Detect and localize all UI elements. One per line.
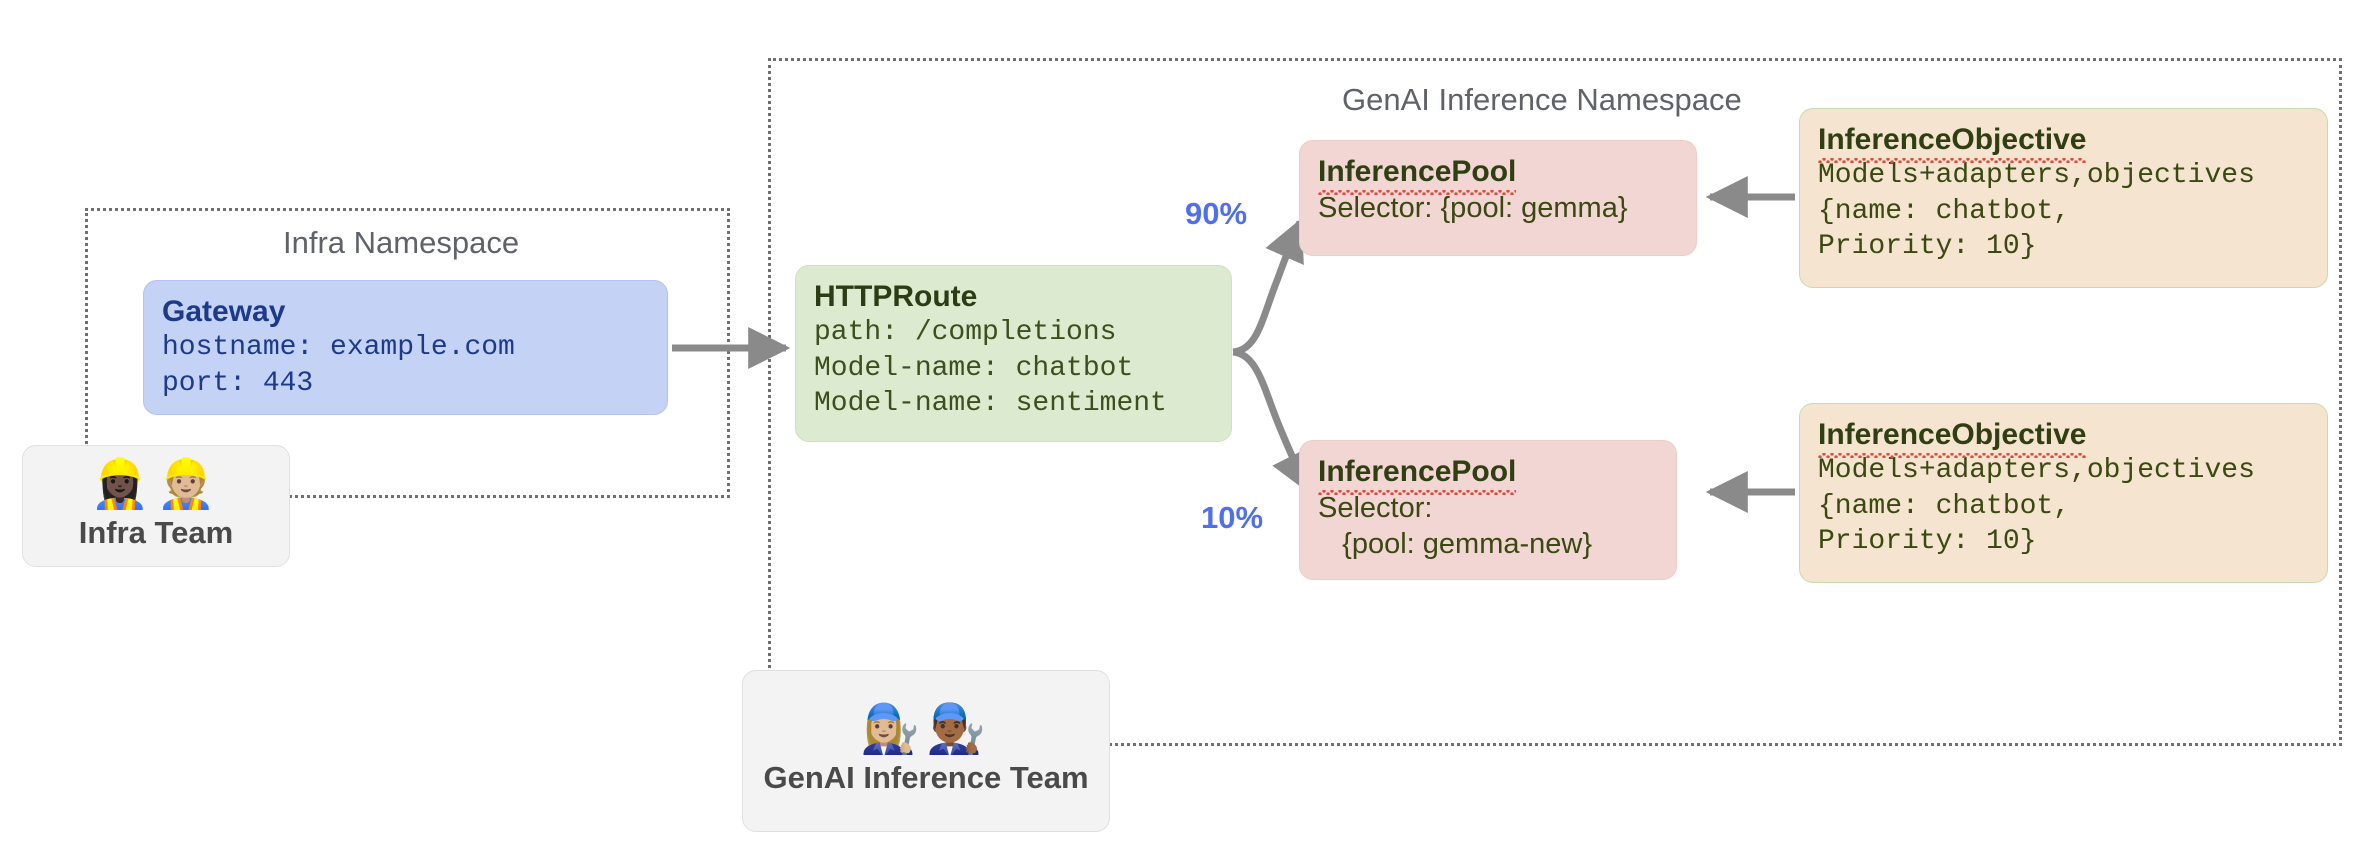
inferencepool-gemma-new-selector-label: Selector: <box>1318 491 1433 524</box>
namespace-infra-label: Infra Namespace <box>283 225 520 260</box>
node-inferenceobjective-bottom[interactable]: InferenceObjective Models+adapters,objec… <box>1799 403 2328 583</box>
inferenceobjective-bottom-title-text: InferenceObjective <box>1818 418 2087 451</box>
namespace-infra <box>85 208 730 498</box>
httproute-model-name-chatbot: Model-name: chatbot <box>814 352 1134 384</box>
card-infra-team[interactable]: 👷🏿‍♀️👷🏼 Infra Team <box>22 445 290 567</box>
construction-workers-icon: 👷🏿‍♀️👷🏼 <box>90 458 222 511</box>
gateway-port: port: 443 <box>162 367 314 399</box>
gateway-title: Gateway <box>162 295 286 328</box>
inferencepool-gemma-selector: Selector: {pool: gemma} <box>1318 191 1628 224</box>
httproute-path: path: /completions <box>814 316 1117 348</box>
namespace-genai <box>768 58 2342 746</box>
inferenceobjective-top-line2: {name: chatbot, <box>1818 195 2071 227</box>
node-gateway[interactable]: Gateway hostname: example.com port: 443 <box>143 280 668 415</box>
spellcheck-squiggle: InferencePool <box>1318 155 1517 195</box>
card-genai-inference-team[interactable]: 👩🏼‍🔧👨🏾‍🔧 GenAI Inference Team <box>742 670 1110 832</box>
genai-inference-team-label: GenAI Inference Team <box>763 760 1089 795</box>
node-inferencepool-gemma[interactable]: InferencePool Selector: {pool: gemma} <box>1299 140 1697 256</box>
gateway-hostname: hostname: example.com <box>162 331 515 363</box>
inferencepool-gemma-new-selector-value: {pool: gemma-new} <box>1318 528 1593 561</box>
inferenceobjective-top-title: InferenceObjective <box>1818 123 2309 163</box>
node-inferencepool-gemma-new[interactable]: InferencePool Selector: {pool: gemma-new… <box>1299 440 1677 580</box>
inferencepool-gemma-title-text: InferencePool <box>1318 155 1517 188</box>
inferenceobjective-bottom-line1: Models+adapters,objectives <box>1818 454 2255 486</box>
inferencepool-gemma-new-title: InferencePool <box>1318 455 1658 495</box>
edge-label-10-percent: 10% <box>1201 500 1264 535</box>
mechanics-icon: 👩🏼‍🔧👨🏾‍🔧 <box>860 703 992 756</box>
namespace-genai-label: GenAI Inference Namespace <box>1342 82 1742 117</box>
edge-label-90-percent: 90% <box>1185 196 1248 231</box>
inferenceobjective-bottom-line2: {name: chatbot, <box>1818 490 2071 522</box>
inferenceobjective-top-line3: Priority: 10} <box>1818 231 2037 263</box>
node-httproute[interactable]: HTTPRoute path: /completions Model-name:… <box>795 265 1232 442</box>
inferenceobjective-bottom-line3: Priority: 10} <box>1818 526 2037 558</box>
httproute-model-name-sentiment: Model-name: sentiment <box>814 388 1167 420</box>
spellcheck-squiggle: InferenceObjective <box>1818 123 2087 163</box>
inferencepool-gemma-title: InferencePool <box>1318 155 1678 195</box>
infra-team-label: Infra Team <box>78 515 234 550</box>
httproute-title: HTTPRoute <box>814 280 978 313</box>
inferenceobjective-top-line1: Models+adapters,objectives <box>1818 159 2255 191</box>
inferenceobjective-top-title-text: InferenceObjective <box>1818 123 2087 156</box>
spellcheck-squiggle: InferenceObjective <box>1818 418 2087 458</box>
inferenceobjective-bottom-title: InferenceObjective <box>1818 418 2309 458</box>
spellcheck-squiggle: InferencePool <box>1318 455 1517 495</box>
node-inferenceobjective-top[interactable]: InferenceObjective Models+adapters,objec… <box>1799 108 2328 288</box>
inferencepool-gemma-new-title-text: InferencePool <box>1318 455 1517 488</box>
